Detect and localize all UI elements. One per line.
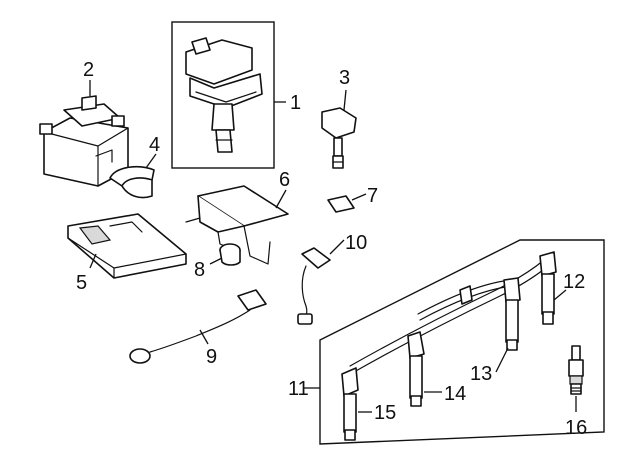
- spark-plug-wire-set-icon: [319, 239, 605, 445]
- sensor-icon: [297, 247, 331, 325]
- callout-15: 15: [374, 402, 396, 424]
- callout-13: 13: [470, 363, 492, 385]
- callout-3: 3: [339, 67, 350, 89]
- callout-5: 5: [76, 272, 87, 294]
- callout-12: 12: [563, 271, 585, 293]
- callout-7: 7: [367, 185, 378, 207]
- ignition-coil-pack-icon: [171, 21, 275, 169]
- callout-6: 6: [279, 169, 290, 191]
- callout-14: 14: [444, 383, 466, 405]
- coil-clip-icon: [109, 165, 155, 199]
- grommet-icon: [219, 243, 241, 266]
- spark-plug-icon: [568, 345, 584, 395]
- wire-boot-12: [539, 251, 557, 325]
- callout-2: 2: [83, 59, 94, 81]
- wire-boot-15: [341, 367, 359, 441]
- callout-1: 1: [290, 92, 301, 114]
- callout-4: 4: [149, 134, 160, 156]
- wire-boot-13: [503, 277, 521, 351]
- callout-11: 11: [288, 378, 309, 400]
- callout-9: 9: [206, 346, 217, 368]
- wire-boot-14: [407, 331, 425, 407]
- knock-sensor-icon: [129, 289, 267, 364]
- control-module-icon: [67, 213, 187, 279]
- callout-8: 8: [194, 259, 205, 281]
- callout-16: 16: [565, 417, 587, 439]
- insulator-pad-icon: [327, 195, 355, 213]
- callout-10: 10: [345, 232, 367, 254]
- pencil-coil-icon: [321, 107, 357, 169]
- ignition-coil-icon: [39, 95, 129, 187]
